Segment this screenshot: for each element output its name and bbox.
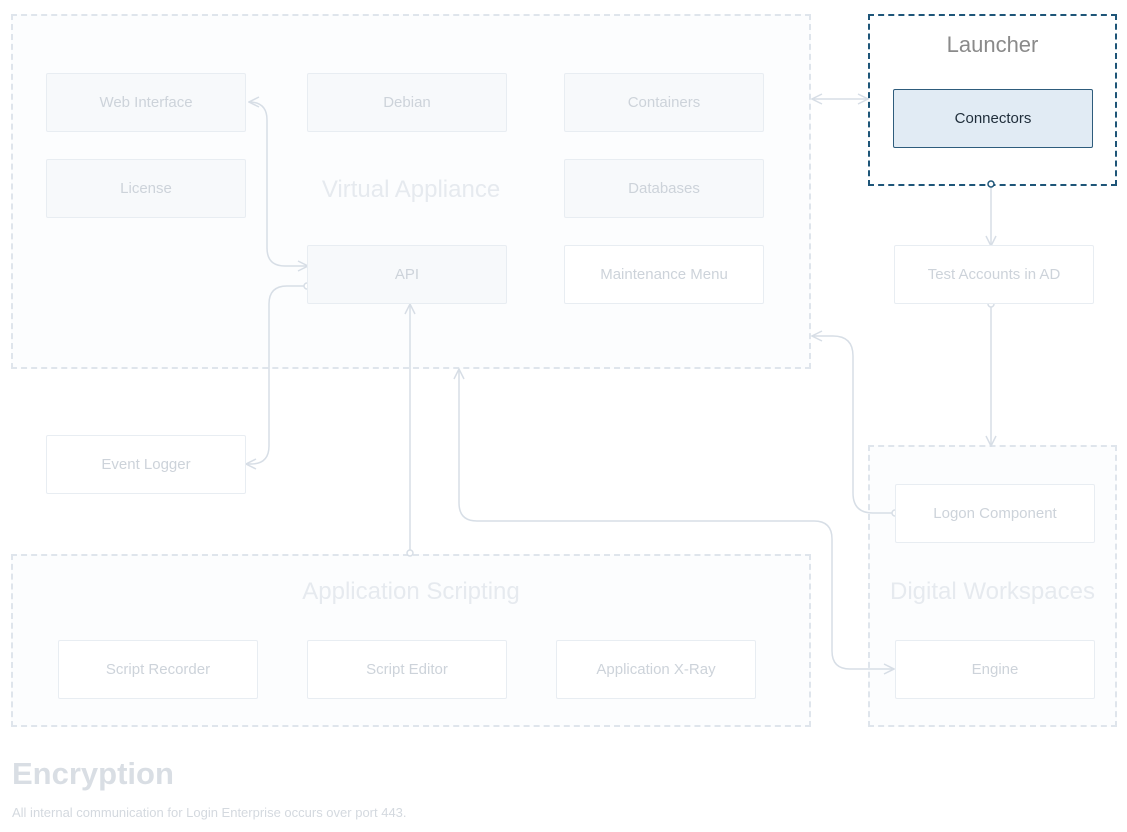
link-dot-launcher [987, 180, 995, 188]
license-node[interactable]: License [46, 159, 246, 218]
link-webinterface-api [249, 102, 308, 266]
containers-node[interactable]: Containers [564, 73, 764, 132]
connectors-node[interactable]: Connectors [893, 89, 1093, 148]
debian-node[interactable]: Debian [307, 73, 507, 132]
link-appliance-engine [459, 369, 894, 669]
engine-node[interactable]: Engine [895, 640, 1095, 699]
logon-component-node[interactable]: Logon Component [895, 484, 1095, 543]
databases-node[interactable]: Databases [564, 159, 764, 218]
maintenance-menu-node[interactable]: Maintenance Menu [564, 245, 764, 304]
test-accounts-node[interactable]: Test Accounts in AD [894, 245, 1094, 304]
link-logon-appliance [812, 336, 895, 514]
encryption-description: All internal communication for Login Ent… [12, 805, 407, 820]
link-dot-scripting [406, 549, 414, 557]
script-editor-node[interactable]: Script Editor [307, 640, 507, 699]
encryption-heading: Encryption [12, 756, 174, 791]
event-logger-node[interactable]: Event Logger [46, 435, 246, 494]
virtual-appliance-title: Virtual Appliance [321, 176, 501, 203]
web-interface-node[interactable]: Web Interface [46, 73, 246, 132]
link-api-eventlogger [246, 285, 307, 464]
launcher-title: Launcher [946, 32, 1039, 57]
script-recorder-node[interactable]: Script Recorder [58, 640, 258, 699]
application-xray-node[interactable]: Application X-Ray [556, 640, 756, 699]
digital-workspaces-title: Digital Workspaces [890, 578, 1095, 605]
api-node[interactable]: API [307, 245, 507, 304]
